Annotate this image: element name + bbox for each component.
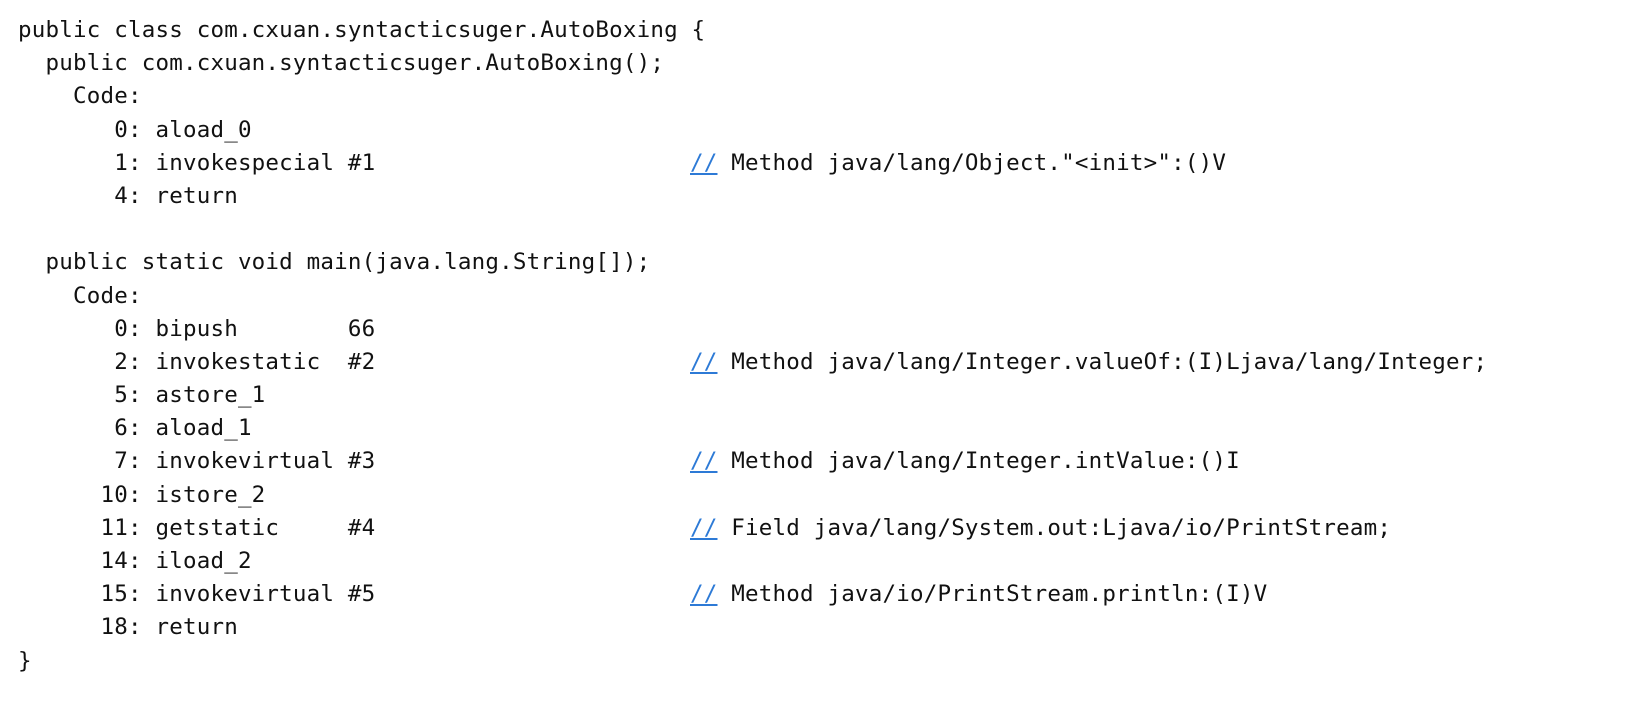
comment-space xyxy=(718,150,732,176)
code-lines-container: public class com.cxuan.syntacticsuger.Au… xyxy=(0,14,1640,678)
code-line: 10: istore_2 xyxy=(0,479,1640,512)
comment-text: Method java/io/PrintStream.println:(I)V xyxy=(731,581,1268,608)
comment-space xyxy=(718,581,732,607)
comment-text: Field java/lang/System.out:Ljava/io/Prin… xyxy=(731,514,1392,541)
code-line: 11: getstatic #4 // Field java/lang/Syste… xyxy=(0,512,1640,545)
code-line-text: Code: xyxy=(18,83,142,110)
code-line-text: 18: return xyxy=(18,614,238,641)
code-line-text: 4: return xyxy=(18,182,238,209)
comment-text: Method java/lang/Integer.intValue:()I xyxy=(731,448,1240,475)
code-line: } xyxy=(0,645,1640,678)
code-comment: // Field java/lang/System.out:Ljava/io/P… xyxy=(690,512,1391,545)
comment-marker-link[interactable]: // xyxy=(690,514,718,541)
code-line-text: public static void main(java.lang.String… xyxy=(18,249,651,276)
comment-text: Method java/lang/Object."<init>":()V xyxy=(731,149,1227,176)
code-line-text: 5: astore_1 xyxy=(18,382,266,409)
code-line: 2: invokestatic #2 // Method java/lang/In… xyxy=(0,346,1640,379)
code-line: 7: invokevirtual #3 // Method java/lang/I… xyxy=(0,445,1640,478)
code-line: Code: xyxy=(0,80,1640,113)
comment-marker-link[interactable]: // xyxy=(690,149,718,176)
code-comment: // Method java/lang/Integer.valueOf:(I)L… xyxy=(690,346,1487,379)
code-comment: // Method java/lang/Object."<init>":()V xyxy=(690,147,1226,180)
code-line-text: public class com.cxuan.syntacticsuger.Au… xyxy=(18,17,706,43)
code-line: Code: xyxy=(0,280,1640,313)
code-comment: // Method java/io/PrintStream.println:(I… xyxy=(690,578,1267,611)
listing-top-padding xyxy=(0,0,1640,14)
code-line: 15: invokevirtual #5 // Method java/io/Pr… xyxy=(0,578,1640,611)
code-line-text: 7: invokevirtual #3 xyxy=(18,448,376,475)
code-line: 4: return xyxy=(0,180,1640,213)
code-line-text: 1: invokespecial #1 xyxy=(18,149,376,176)
comment-space xyxy=(718,515,732,541)
code-line: 6: aload_1 xyxy=(0,412,1640,445)
code-line-blank xyxy=(0,213,1640,246)
code-line-text: Code: xyxy=(18,282,142,309)
code-line: 5: astore_1 xyxy=(0,379,1640,412)
comment-text: Method java/lang/Integer.valueOf:(I)Ljav… xyxy=(731,348,1488,375)
code-line-text: 0: bipush 66 xyxy=(18,315,376,342)
code-line-text: 0: aload_0 xyxy=(18,116,252,143)
code-line: 0: bipush 66 xyxy=(0,313,1640,346)
code-line-text: 14: iload_2 xyxy=(18,548,252,574)
code-comment: // Method java/lang/Integer.intValue:()I xyxy=(690,445,1240,478)
comment-space xyxy=(718,448,732,474)
code-line-text: public com.cxuan.syntacticsuger.AutoBoxi… xyxy=(18,50,665,77)
comment-space xyxy=(718,349,732,375)
code-line: 18: return xyxy=(0,611,1640,644)
code-line-text: } xyxy=(18,647,32,674)
code-line-text: 11: getstatic #4 xyxy=(18,514,376,541)
code-line: 14: iload_2 xyxy=(0,545,1640,578)
code-line-text: 15: invokevirtual #5 xyxy=(18,581,376,608)
code-line: 1: invokespecial #1 // Method java/lang/O… xyxy=(0,147,1640,180)
code-line: public class com.cxuan.syntacticsuger.Au… xyxy=(0,14,1640,47)
comment-marker-link[interactable]: // xyxy=(690,581,718,608)
code-line-text: 10: istore_2 xyxy=(18,481,266,508)
comment-marker-link[interactable]: // xyxy=(690,448,718,475)
code-line: public com.cxuan.syntacticsuger.AutoBoxi… xyxy=(0,47,1640,80)
code-line: public static void main(java.lang.String… xyxy=(0,246,1640,279)
comment-marker-link[interactable]: // xyxy=(690,348,718,375)
code-line: 0: aload_0 xyxy=(0,114,1640,147)
code-line-text: 6: aload_1 xyxy=(18,415,252,442)
code-line-text: 2: invokestatic #2 xyxy=(18,348,376,375)
